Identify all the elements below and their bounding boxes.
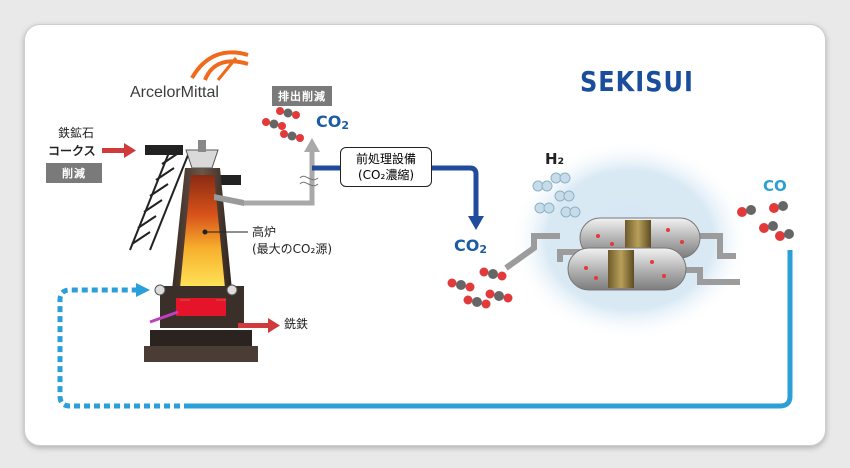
- coke-label: コークス: [48, 144, 96, 158]
- reduce-tag: 削減: [46, 163, 102, 183]
- iron-ore-label: 鉄鉱石: [58, 126, 95, 140]
- furnace-title: 高炉: [252, 225, 277, 239]
- furnace-label: 高炉 (最大のCO₂源): [252, 225, 332, 257]
- h2-molecules: [532, 172, 581, 218]
- co-return-loop: [57, 250, 793, 409]
- co2-emission-label: CO2: [316, 112, 349, 132]
- blast-furnace-icon: [144, 140, 258, 362]
- pig-iron-label: 銑鉄: [284, 317, 309, 331]
- pretreatment-subtitle: (CO₂濃縮): [358, 168, 414, 183]
- pretreatment-title: 前処理設備: [355, 152, 416, 166]
- co2-molecules-bottom: [447, 267, 513, 309]
- exhaust-pipe: [244, 138, 320, 206]
- arcelormittal-logo-icon: [190, 50, 249, 81]
- sekisui-logo: SEKISUI: [580, 65, 694, 99]
- h2-label: H₂: [545, 150, 565, 168]
- pretreatment-box: 前処理設備 (CO₂濃縮): [340, 147, 432, 188]
- concentrated-co2-pipe: [312, 165, 484, 230]
- pig-iron-output-arrow: [238, 318, 280, 333]
- coke-input-arrow: [102, 143, 136, 158]
- emission-reduction-tag: 排出削減: [272, 86, 332, 106]
- furnace-subtitle: (最大のCO₂源): [252, 242, 332, 257]
- co-molecules: [737, 201, 794, 241]
- co2-molecules-top: [262, 107, 304, 142]
- co2-concentrated-label: CO2: [454, 236, 487, 256]
- arcelormittal-logo: ArcelorMittal: [130, 84, 219, 101]
- reactor-icon: [504, 217, 740, 291]
- conveyor-tower: [129, 145, 241, 251]
- co-label: CO: [763, 177, 787, 195]
